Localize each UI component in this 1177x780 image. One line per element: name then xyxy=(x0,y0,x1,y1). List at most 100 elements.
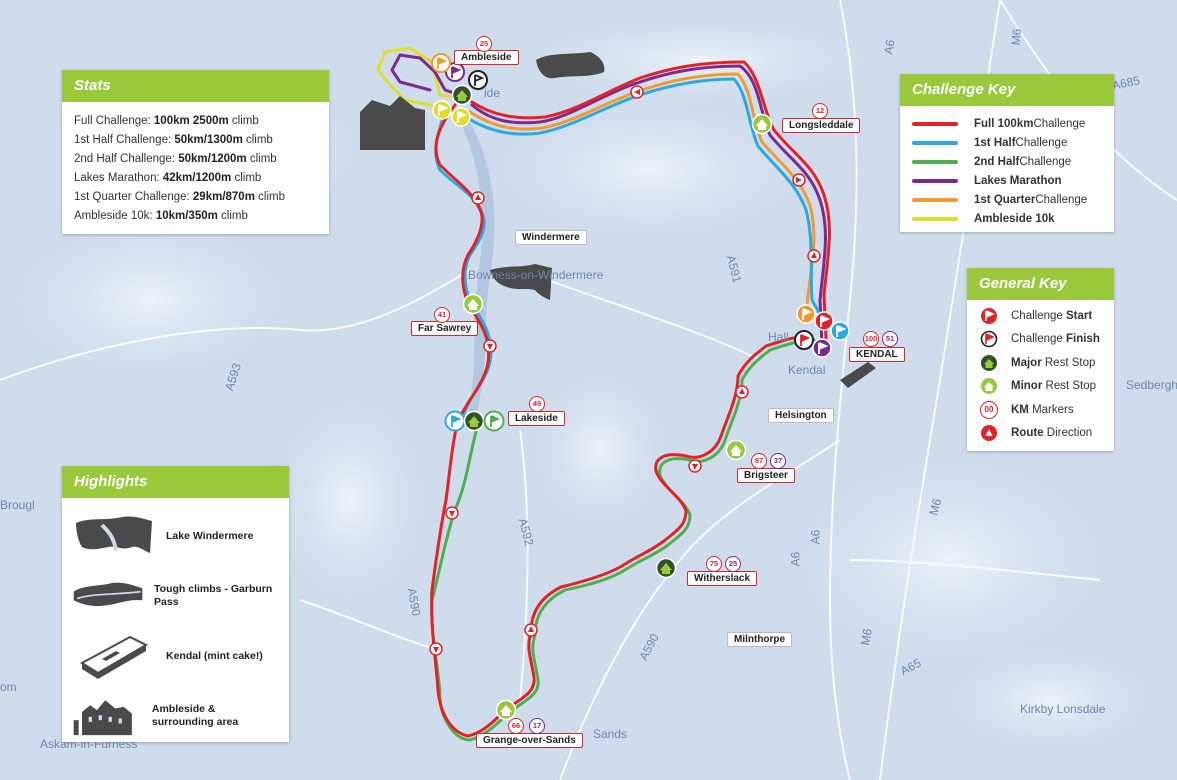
km-marker-kendal-51: 51 xyxy=(882,331,898,347)
route-swatch xyxy=(912,197,958,202)
label-ambleside: Ambleside xyxy=(454,50,519,65)
km-marker-far-sawrey: 41 xyxy=(434,307,450,323)
km-marker-kendal-100: 100 xyxy=(863,331,879,347)
stats-row: 1st Quarter Challenge: 29km/870m climb xyxy=(74,191,285,203)
place-kirkby-lonsdale: Kirkby Lonsdale xyxy=(1020,702,1106,716)
challenge-key-list: Full 100km Challenge 1st Half Challenge … xyxy=(900,106,1114,236)
challenge-key-panel: Challenge Key Full 100km Challenge 1st H… xyxy=(900,74,1114,232)
km-marker-grange-66: 66 xyxy=(508,718,524,734)
stats-row: Ambleside 10k: 10km/350m climb xyxy=(74,210,248,222)
lake-windermere-graphic xyxy=(490,264,552,300)
highlights-title: Highlights xyxy=(62,466,289,498)
label-windermere: Windermere xyxy=(515,230,587,245)
stats-list: Full Challenge: 100km 2500m climb 1st Ha… xyxy=(62,102,329,234)
general-key-title: General Key xyxy=(967,268,1114,300)
general-key-item: Major Rest Stop xyxy=(979,351,1102,375)
place-ambleside-town: ide xyxy=(484,86,501,100)
place-sedbergh: Sedbergh xyxy=(1126,378,1177,392)
mint-cake-graphic xyxy=(840,362,876,388)
general-key-panel: General Key Challenge Start Challenge Fi… xyxy=(967,268,1114,451)
place-ulverston: om xyxy=(0,680,17,694)
road-a6-top: A6 xyxy=(881,38,898,56)
route-swatch xyxy=(912,121,958,126)
km-marker-witherslack-25: 25 xyxy=(725,556,741,572)
label-longsleddale: Longsleddale xyxy=(782,118,861,133)
km-marker-brigsteer-37: 37 xyxy=(770,453,786,469)
km-marker-lakeside: 49 xyxy=(529,396,545,412)
highlight-label: Tough climbs - Garburn Pass xyxy=(154,583,273,608)
km-marker-ambleside: 25 xyxy=(476,36,492,52)
route-swatch xyxy=(912,216,958,221)
stats-row: 2nd Half Challenge: 50km/1200m climb xyxy=(74,153,277,165)
km-marker-grange-17: 17 xyxy=(529,718,545,734)
route-ambleside-10k xyxy=(376,46,460,114)
lake-windermere xyxy=(460,120,495,430)
challenge-key-item: Full 100km Challenge xyxy=(912,114,1102,133)
mint-cake-icon xyxy=(80,635,149,679)
highlight-label: Kendal (mint cake!) xyxy=(166,649,263,662)
highlight-item: Ambleside & surrounding area xyxy=(72,686,279,746)
place-broughton: Brougl xyxy=(0,498,35,512)
general-key-item: 00 KM Markers xyxy=(979,398,1102,422)
stats-title: Stats xyxy=(62,70,329,102)
road-a6-mid: A6 xyxy=(808,529,823,545)
major-rest-stop-icon xyxy=(979,353,999,373)
general-key-item: Challenge Finish xyxy=(979,328,1102,352)
route-swatch xyxy=(912,178,958,183)
general-key-item: Route Direction xyxy=(979,422,1102,446)
stats-row: Full Challenge: 100km 2500m climb xyxy=(74,115,259,127)
route-lakes-marathon xyxy=(390,53,827,347)
label-far-sawrey: Far Sawrey xyxy=(411,321,479,336)
highlights-panel: Highlights Lake Windermere Tough climbs … xyxy=(62,466,289,742)
stats-row: 1st Half Challenge: 50km/1300m climb xyxy=(74,134,273,146)
place-hall: Hall xyxy=(768,330,789,344)
stats-row: Lakes Marathon: 42km/1200m climb xyxy=(74,172,262,184)
route-swatch xyxy=(912,159,958,164)
tough-climbs-icon xyxy=(73,582,143,607)
km-marker-icon: 00 xyxy=(979,400,999,420)
general-key-item: Challenge Start xyxy=(979,304,1102,328)
map-highlight-graphics xyxy=(360,52,876,388)
general-key-item: Minor Rest Stop xyxy=(979,375,1102,399)
challenge-key-item: Lakes Marathon xyxy=(912,171,1102,190)
highlight-item: Lake Windermere xyxy=(72,506,279,566)
label-brigsteer: Brigsteer xyxy=(737,468,795,483)
start-flag-icon xyxy=(979,306,999,326)
label-witherslack: Witherslack xyxy=(687,571,758,586)
challenge-key-item: Ambleside 10k xyxy=(912,209,1102,228)
km-marker-brigsteer-87: 87 xyxy=(751,453,767,469)
route-first-quarter xyxy=(468,72,816,320)
route-direction-icon xyxy=(979,423,999,443)
road-m6-low: M6 xyxy=(857,627,875,647)
place-kendal-town: Kendal xyxy=(788,363,826,377)
highlights-list: Lake Windermere Tough climbs - Garburn P… xyxy=(62,498,289,754)
minor-rest-stop-icon xyxy=(979,376,999,396)
ambleside-building-graphic xyxy=(360,96,425,150)
place-sands: Sands xyxy=(593,727,628,741)
general-key-list: Challenge Start Challenge Finish Major R… xyxy=(967,300,1114,449)
label-helsington: Helsington xyxy=(768,408,834,423)
highlight-label: Ambleside & surrounding area xyxy=(151,703,239,728)
km-marker-longsleddale: 12 xyxy=(812,103,828,119)
road-a6-low: A6 xyxy=(788,551,803,567)
label-grange-over-sands: Grange-over-Sands xyxy=(476,733,583,748)
challenge-key-item: 1st Half Challenge xyxy=(912,133,1102,152)
label-lakeside: Lakeside xyxy=(508,411,565,426)
route-direction-markers xyxy=(429,85,821,656)
tough-climbs-graphic xyxy=(536,52,605,79)
route-overlays xyxy=(376,46,831,742)
finish-flag-icon xyxy=(979,329,999,349)
ambleside-building-icon xyxy=(73,700,132,736)
challenge-key-item: 1st Quarter Challenge xyxy=(912,190,1102,209)
challenge-key-title: Challenge Key xyxy=(900,74,1114,106)
highlight-item: Tough climbs - Garburn Pass xyxy=(72,566,279,626)
map-markers xyxy=(431,53,850,721)
km-marker-witherslack-75: 75 xyxy=(706,556,722,572)
highlight-label: Lake Windermere xyxy=(166,529,254,542)
place-bowness: Bowness-on-Windermere xyxy=(468,268,604,282)
challenge-key-item: 2nd Half Challenge xyxy=(912,152,1102,171)
lake-windermere-icon xyxy=(76,516,152,553)
label-milnthorpe: Milnthorpe xyxy=(727,632,793,647)
label-kendal: KENDAL xyxy=(849,347,905,362)
road-m6-top: M6 xyxy=(1008,28,1025,46)
